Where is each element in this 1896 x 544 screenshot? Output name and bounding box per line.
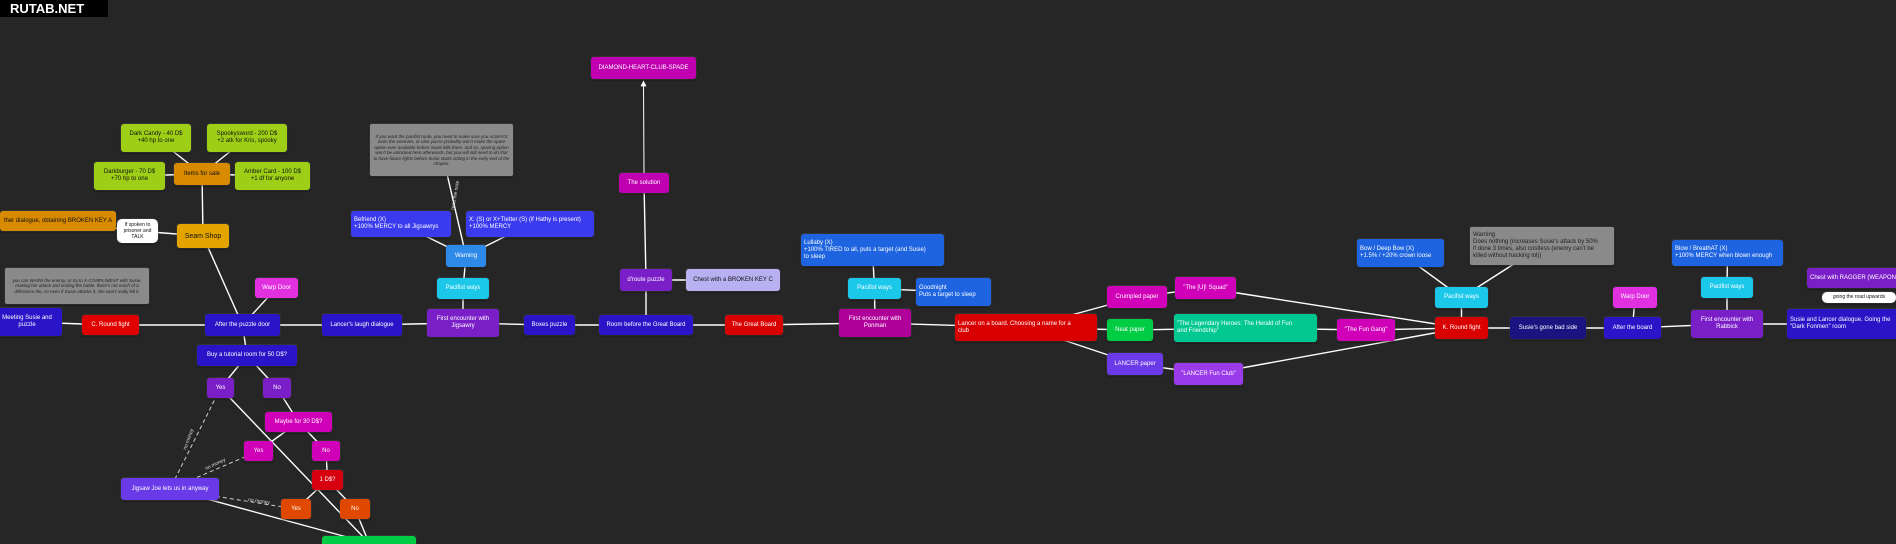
node-susie-lancer-dialogue[interactable]: Susie and Lancer dialogue. Going the "Da… (1787, 309, 1896, 339)
node-susie-gone-bad-side[interactable]: Susie's gone bad side (1510, 317, 1586, 339)
note-warn-enemy: you can WARN the enemy, or try to X-COMP… (5, 268, 149, 304)
node-dialogue-broken-key-a[interactable]: ther dialogue, obtaining BROKEN KEY A (0, 211, 116, 231)
node-no-3[interactable]: No (340, 499, 370, 519)
edge-label-warning: read the note (450, 180, 461, 210)
node-after-puzzle-door[interactable]: After the puzzle door (205, 314, 280, 336)
node-crumpled-paper[interactable]: Crumpled paper (1107, 286, 1167, 308)
node-goodnight[interactable]: Goodnight Puts a target to sleep (916, 278, 991, 306)
node-lancer-on-board[interactable]: Lancer on a board. Choosing a name for a… (955, 314, 1097, 341)
node-if-spoken-to-prisoner[interactable]: If spoken to prisoner and TALK (117, 219, 158, 243)
node-maybe-for-30[interactable]: Maybe for 30 D$? (265, 412, 332, 432)
node-after-the-board[interactable]: After the board (1604, 317, 1661, 339)
node-lancer-paper[interactable]: LANCER paper (1107, 353, 1163, 375)
node-yes-3[interactable]: Yes (281, 499, 311, 519)
node-items-for-sale[interactable]: Items for sale (174, 163, 230, 185)
brand-watermark: RUTAB.NET (0, 0, 108, 17)
node-no-1[interactable]: No (263, 378, 291, 398)
edge-label-no-money-1: no money (182, 428, 195, 451)
node-befriend[interactable]: Befriend (X) +100% MERCY to all Jigsawry… (351, 211, 451, 237)
note-warning-susie-attack: Warning Does nothing (increases Susie's … (1470, 227, 1614, 265)
node-meeting-susie[interactable]: Meeting Susie and puzzle (0, 308, 62, 336)
node-seam-shop[interactable]: Seam Shop (177, 224, 229, 248)
node-warp-door-1[interactable]: Warp Door (255, 278, 298, 298)
node-yes-1[interactable]: Yes (207, 378, 234, 398)
node-lancer-laugh-dialogue[interactable]: Lancer's laugh dialogue (322, 314, 402, 336)
node-boxes-puzzle[interactable]: Boxes puzzle (524, 315, 575, 335)
edge-group (26, 80, 1852, 544)
edge-label-no-money-3: no money (248, 497, 271, 506)
node-no-2[interactable]: No (312, 441, 340, 461)
node-warning[interactable]: Warning (446, 245, 486, 267)
node-jigsaw-joe[interactable]: Jigsaw Joe lets us in anyway (121, 478, 219, 500)
note-pacifist-route: If you want the pacifist route, you need… (370, 124, 513, 176)
node-pacifist-ways-1[interactable]: Pacifist ways (437, 278, 489, 299)
node-1-d-dollar[interactable]: 1 D$? (312, 470, 343, 490)
node-route-puzzle[interactable]: d'route puzzle (620, 269, 672, 291)
node-first-encounter-ponman[interactable]: First encounter with Ponman (839, 309, 911, 337)
node-lancer-fun-club[interactable]: "LANCER Fun Club" (1174, 363, 1243, 385)
node-neat-paper[interactable]: Neat paper (1107, 319, 1153, 341)
node-the-great-board[interactable]: The Great Board (725, 315, 783, 335)
edge-solution-to-diamond (640, 80, 647, 174)
node-chest-ragger-weapon[interactable]: Chest with RAGGER (WEAPON) (1807, 268, 1896, 288)
node-pacifist-ways-2[interactable]: Pacifist ways (848, 278, 901, 299)
node-amber-card[interactable]: Amber Card - 100 D$ +1 df for anyone (235, 162, 310, 190)
node-warp-door-2[interactable]: Warp Door (1613, 287, 1657, 308)
node-room-before-great-board[interactable]: Room before the Great Board (599, 315, 693, 335)
node-pacifist-ways-3[interactable]: Pacifist ways (1435, 287, 1488, 308)
node-the-solution[interactable]: The solution (619, 173, 669, 193)
node-diamond-heart-club-spade[interactable]: DIAMOND-HEART-CLUB-SPADE (591, 57, 696, 79)
node-blow-breathat[interactable]: Blow / BreathAT (X) +100% MERCY when blo… (1672, 240, 1783, 266)
node-pacifist-ways-4[interactable]: Pacifist ways (1701, 277, 1753, 298)
node-chest-broken-key-c[interactable]: Chest with a BROKEN KEY C (686, 269, 780, 291)
node-dark-candy[interactable]: Dark Candy - 40 D$ +40 hp to one (121, 124, 191, 152)
node-first-encounter-jigsawry[interactable]: First encounter with Jigsawry (427, 309, 499, 337)
node-darkburger[interactable]: Darkburger - 70 D$ +70 hp to one (94, 162, 165, 190)
node-k-round-fight[interactable]: K. Round fight (1435, 317, 1488, 339)
edge-after_puzzle-to-seam_shop (202, 235, 244, 326)
node-going-road-upwards[interactable]: going the road upwards (1822, 292, 1896, 303)
node-buy-tutorial-room[interactable]: Buy a tutorial room for 50 D$? (197, 345, 297, 366)
node-first-encounter-rabbick[interactable]: First encounter with Rabbick (1691, 310, 1763, 338)
edge-label-no-money-2: no money (204, 457, 227, 472)
node-ugly-squad[interactable]: "The [U]! Squad" (1175, 277, 1236, 299)
edge-lancer_fun-to-k_round (1208, 327, 1462, 375)
node-c-round-fight[interactable]: C. Round fight (82, 315, 139, 335)
node-fun-gang[interactable]: "The Fun Gang" (1337, 319, 1395, 341)
edge-yes1-to-jigsaw_joe (169, 387, 221, 490)
node-spookysword[interactable]: Spookysword - 200 D$ +2 atk for Kris, sp… (207, 124, 287, 152)
edge-s_puzzle-to-solution (643, 182, 647, 281)
node-x-or-tletter[interactable]: X: (S) or X+Tletter (S) (if Hathy is pre… (466, 211, 594, 237)
node-lullaby[interactable]: Lullaby (X) +100% TIRED to all, puts a t… (801, 234, 944, 266)
node-green-offscreen[interactable] (322, 536, 416, 544)
node-bow-deep-bow[interactable]: Bow / Deep Bow (X) +1.5% / +20% crown lo… (1357, 239, 1444, 267)
node-legendary-heroes[interactable]: "The Legendary Heroes: The Herald of Fun… (1174, 314, 1317, 342)
node-yes-2[interactable]: Yes (244, 441, 273, 461)
edge-ugly_squad-to-k_round (1205, 287, 1462, 329)
